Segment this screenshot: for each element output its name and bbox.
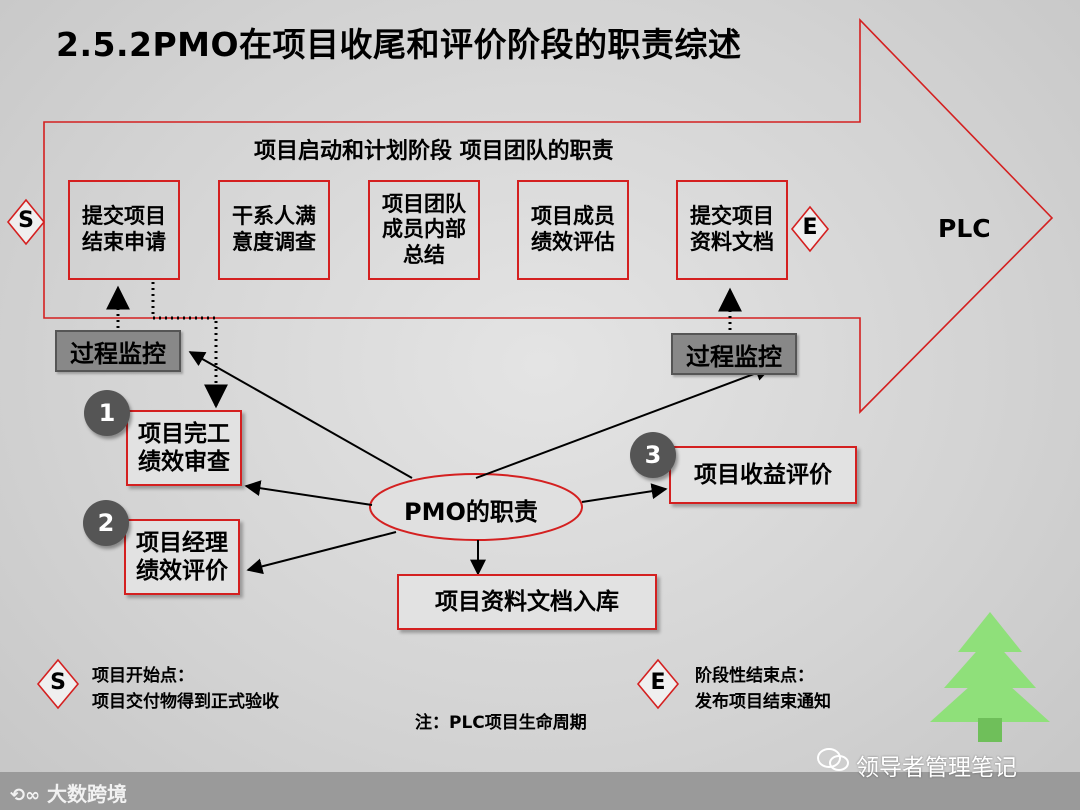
phase-box-member-evaluation: 项目成员 绩效评估 [517, 180, 629, 280]
monitor-box-left: 过程监控 [55, 330, 181, 372]
legend-start-text: 项目开始点： 项目交付物得到正式验收 [92, 666, 279, 712]
phase-banner: 项目启动和计划阶段 项目团队的职责 [254, 139, 614, 164]
resp-box-completion-review: 项目完工 绩效审查 [126, 410, 242, 486]
resp-box-document-archive: 项目资料文档入库 [397, 574, 657, 630]
dotted-connectors [106, 282, 742, 409]
start-diamond [6, 198, 46, 246]
watermark-text: 领导者管理笔记 [856, 755, 1017, 781]
step-badge-1: 1 [84, 390, 130, 436]
footer-bar [0, 772, 1080, 810]
resp-box-pm-evaluation: 项目经理 绩效评价 [124, 519, 240, 595]
footer-logo-text: 大数跨境 [47, 782, 128, 806]
center-ellipse [369, 473, 583, 541]
end-diamond [790, 205, 830, 253]
page-title: 2.5.2PMO在项目收尾和评价阶段的职责综述 [56, 25, 742, 64]
step-badge-2: 2 [83, 500, 129, 546]
phase-box-submit-closure: 提交项目 结束申请 [68, 180, 180, 280]
legend-start-marker: S [50, 670, 66, 695]
legend-end-marker: E [650, 670, 666, 695]
phase-box-submit-documents: 提交项目 资料文档 [676, 180, 788, 280]
footer-logo: ⟲∞ 大数跨境 [10, 778, 127, 807]
end-marker-label: E [802, 215, 818, 240]
monitor-box-right: 过程监控 [671, 333, 797, 375]
wechat-icon [816, 746, 850, 774]
logo-icon: ⟲∞ [10, 785, 41, 806]
plc-note: 注：PLC项目生命周期 [415, 713, 587, 733]
phase-box-stakeholder-survey: 干系人满 意度调查 [218, 180, 330, 280]
phase-box-team-summary: 项目团队 成员内部 总结 [368, 180, 480, 280]
tree-icon [930, 612, 1050, 742]
center-label: PMO的职责 [404, 498, 538, 526]
plc-arrow [43, 18, 1054, 414]
legend-end-text: 阶段性结束点： 发布项目结束通知 [695, 666, 831, 712]
resp-box-benefit-evaluation: 项目收益评价 [669, 446, 857, 504]
legend-end-diamond [636, 658, 680, 710]
step-badge-3: 3 [630, 432, 676, 478]
legend-start-diamond [36, 658, 80, 710]
start-marker-label: S [18, 208, 34, 233]
plc-label: PLC [938, 214, 991, 243]
solid-arrows [188, 351, 772, 576]
